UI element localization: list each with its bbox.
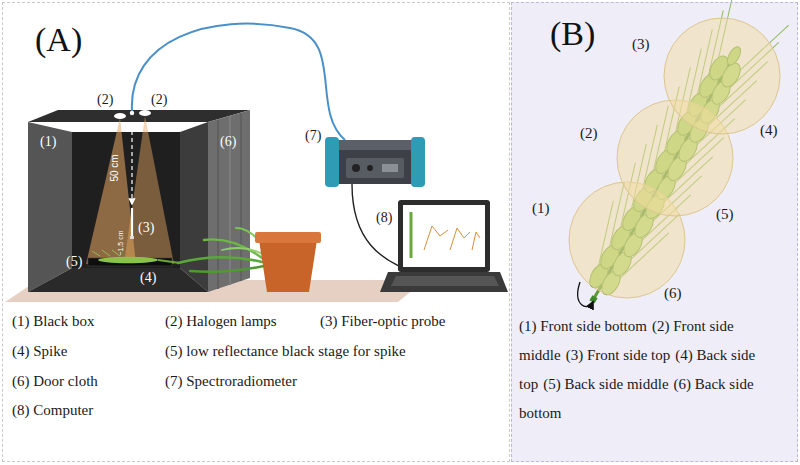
spectroradiometer-part — [325, 137, 339, 187]
legend-entry: (8) Computer — [12, 402, 93, 419]
black-box-part — [28, 122, 72, 292]
callout-number: (2) — [580, 125, 598, 142]
spectroradiometer-part — [346, 158, 404, 178]
probe-tip — [130, 236, 134, 239]
laptop-part — [398, 200, 490, 272]
dimension: ~1.5 cm — [117, 230, 125, 255]
flower-pot-part — [255, 232, 321, 243]
flower-pot — [255, 232, 321, 292]
legend-entry: (1) Black box — [12, 313, 94, 330]
spectroradiometer-part — [367, 165, 373, 171]
spike-on-stage-part — [98, 257, 158, 263]
spike-on-stage-part — [92, 251, 100, 256]
legend-entry: (2) Halogen lamps — [165, 313, 277, 330]
panel-letter: (A) — [35, 23, 82, 57]
door-cloth — [208, 110, 250, 292]
callout-number: (1) — [40, 134, 56, 149]
door-cloth-part — [217, 120, 219, 289]
black-box-part — [28, 268, 208, 292]
legend-entry: (3) Fiber-optic probe — [320, 313, 446, 330]
callout-number: (2) — [97, 92, 113, 107]
callout-number: (5) — [716, 206, 734, 223]
halogen-lamp — [139, 110, 151, 116]
position-caption: (5) Back side middle — [543, 376, 668, 392]
callout-number: (8) — [376, 210, 392, 225]
callout-number: (6) — [664, 285, 682, 302]
door-cloth-part — [240, 113, 242, 281]
callout-number: (4) — [140, 270, 156, 285]
laptop-part — [424, 226, 448, 250]
callout-number: (6) — [220, 134, 236, 149]
callout-number: (1) — [532, 200, 550, 217]
dimension: 50 cm — [109, 154, 120, 181]
plant-leaves — [178, 228, 268, 272]
flower-pot-part — [259, 240, 317, 292]
plant-leaves-part — [222, 248, 266, 256]
panel-frame: (A) — [2, 2, 510, 462]
spectroradiometer-part — [332, 140, 418, 150]
plant-leaves-part — [178, 257, 262, 263]
laptop-part — [391, 276, 499, 286]
position-list: (1) Front side bottom(2) Front side midd… — [519, 312, 791, 428]
door-cloth-part — [208, 110, 250, 292]
laptop-part — [410, 212, 413, 258]
spectroradiometer-part — [352, 164, 360, 172]
spike-on-stage-part — [158, 260, 180, 263]
callout-number: (3) — [138, 220, 154, 235]
light-cone — [124, 116, 174, 264]
probe-head — [130, 111, 134, 115]
measure-circles-part — [664, 18, 780, 134]
callout-number: (3) — [632, 36, 650, 53]
position-caption: (1) Front side bottom — [519, 318, 647, 334]
laptop-part — [450, 228, 470, 250]
callout-number: (7) — [305, 128, 321, 143]
callout-number: (2) — [151, 92, 167, 107]
black-box — [28, 110, 250, 292]
laptop-part — [380, 272, 508, 292]
fiber-probe — [131, 208, 133, 236]
fiber-cable — [132, 24, 345, 140]
laptop-part — [472, 232, 480, 250]
legend-entry: (6) Door cloth — [12, 373, 98, 390]
legend-entry: (5) low reflectance black stage for spik… — [165, 343, 406, 360]
legend-entry: (7) Spectroradiometer — [165, 373, 297, 390]
spike-on-stage-part — [102, 250, 110, 256]
wheat-spike — [564, 0, 788, 318]
plant-leaves-part — [190, 266, 264, 272]
spectroradiometer-part — [382, 164, 398, 172]
panel-letter: (B) — [550, 17, 595, 51]
spectroradiometer — [325, 137, 425, 187]
callout-number: (4) — [760, 122, 778, 139]
black-box-part — [180, 122, 208, 292]
turn-arrow — [578, 282, 593, 307]
halogen-lamp — [114, 113, 126, 119]
measure-circles — [569, 18, 780, 298]
laptop-part — [403, 205, 485, 267]
callout-number: (5) — [66, 254, 82, 269]
distance-line — [131, 124, 132, 204]
laptop — [380, 200, 508, 292]
spectroradiometer-part — [411, 137, 425, 187]
wheat-spike-part — [589, 295, 597, 303]
panel-ground — [511, 2, 798, 462]
spectroradiometer-part — [332, 140, 418, 184]
panel-frame: (B) — [511, 2, 798, 462]
position-caption: (3) Front side top — [566, 347, 671, 363]
spike-on-stage — [92, 250, 180, 263]
legend-entry: (4) Spike — [12, 343, 67, 360]
